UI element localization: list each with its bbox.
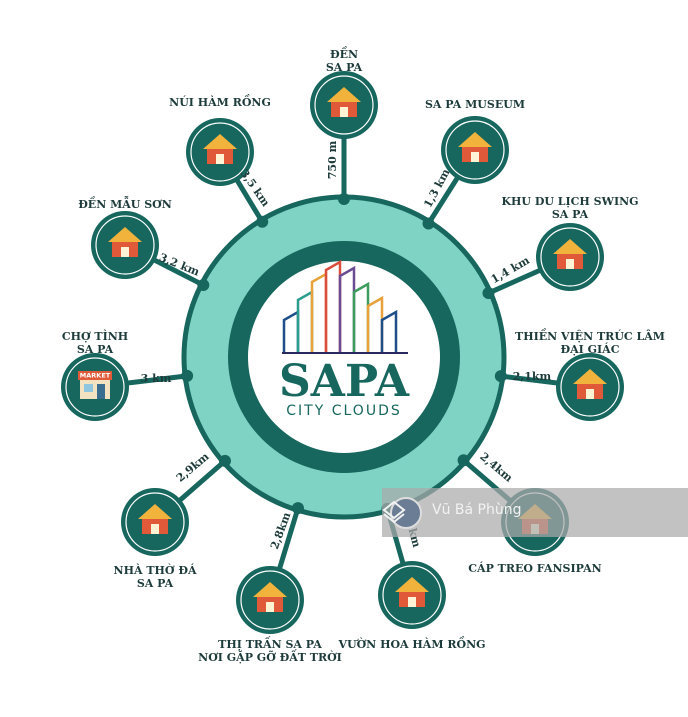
sa-pa-museum-node[interactable] xyxy=(441,116,509,184)
distance-label: 3 km xyxy=(141,372,172,385)
market-sign-text: MARKET xyxy=(80,372,111,380)
mountain-icon xyxy=(203,134,237,164)
poster-bar[interactable]: Vũ Bá Phùng xyxy=(382,488,688,537)
label-line: SA PA xyxy=(76,343,114,356)
nui-ham-rong-node[interactable] xyxy=(186,118,254,186)
museum-icon xyxy=(458,132,492,162)
ring-dot xyxy=(338,193,350,205)
label-line: ĐỀN xyxy=(329,48,359,61)
ring-dot xyxy=(256,215,269,228)
cap-treo-label: CÁP TREO FANSIPAN xyxy=(468,562,601,575)
label-line: VƯỜN HOA HÀM RỒNG xyxy=(338,638,486,651)
church-icon xyxy=(138,504,172,534)
carousel-icon xyxy=(553,239,587,269)
ring-dot xyxy=(218,454,231,467)
city-icon xyxy=(253,582,287,612)
distance-label: 2,1km xyxy=(513,370,552,383)
swing-node[interactable] xyxy=(536,223,604,291)
label-line: SA PA xyxy=(551,208,589,221)
label-line: KHU DU LỊCH SWING xyxy=(501,195,639,208)
center-disc xyxy=(248,261,440,453)
label-line: NHÀ THỜ ĐÁ xyxy=(113,564,197,577)
ring-dot xyxy=(494,370,507,383)
thien-vien-node[interactable] xyxy=(556,353,624,421)
thi-tran-node[interactable] xyxy=(236,566,304,634)
nui-ham-rong-label: NÚI HÀM RỒNG xyxy=(169,96,271,109)
label-line: SA PA MUSEUM xyxy=(424,98,526,111)
temple-icon xyxy=(327,87,361,117)
temple-icon xyxy=(108,227,142,257)
user-name[interactable]: Vũ Bá Phùng xyxy=(432,502,522,518)
ring-dot xyxy=(291,502,304,515)
brand-tagline: CITY CLOUDS xyxy=(286,403,401,419)
park-icon xyxy=(395,577,429,607)
label-line: ĐẠI GIÁC xyxy=(560,343,620,356)
market-sign xyxy=(78,371,112,380)
label-line: CHỢ TÌNH xyxy=(61,330,129,343)
label-line: SA PA xyxy=(325,61,363,74)
label-line: SA PA xyxy=(136,577,174,590)
label-line: CÁP TREO FANSIPAN xyxy=(468,562,602,575)
vuon-hoa-node[interactable] xyxy=(378,561,446,629)
den-mau-son-node[interactable] xyxy=(91,211,159,279)
ring-dot xyxy=(197,279,210,292)
label-line: NƠI GẶP GỠ ĐẤT TRỜI xyxy=(198,651,342,664)
vuon-hoa-label: VƯỜN HOA HÀM RỒNG xyxy=(338,638,485,651)
ring-dot xyxy=(422,217,435,230)
cho-tinh-node[interactable]: MARKET xyxy=(61,353,129,421)
brand-logo-icon xyxy=(382,500,406,524)
ring-dot xyxy=(181,369,194,382)
temple-icon xyxy=(573,369,607,399)
label-line: NÚI HÀM RỒNG xyxy=(169,96,271,109)
brand-name: SAPA xyxy=(279,356,410,407)
label-line: THIỀN VIỆN TRÚC LÂM xyxy=(515,330,665,343)
label-line: THỊ TRẤN SA PA xyxy=(218,638,322,651)
ring-dot xyxy=(457,454,470,467)
sa-pa-museum-label: SA PA MUSEUM xyxy=(425,98,525,111)
label-line: ĐỀN MẪU SƠN xyxy=(78,198,172,211)
den-sa-pa-node[interactable] xyxy=(310,71,378,139)
market-icon: MARKET xyxy=(78,371,112,399)
den-mau-son-label: ĐỀN MẪU SƠN xyxy=(78,198,172,211)
ring-dot xyxy=(482,287,495,300)
logo-building-icon xyxy=(380,309,398,352)
distance-label: 750 m xyxy=(326,140,339,179)
nha-tho-da-node[interactable] xyxy=(121,488,189,556)
